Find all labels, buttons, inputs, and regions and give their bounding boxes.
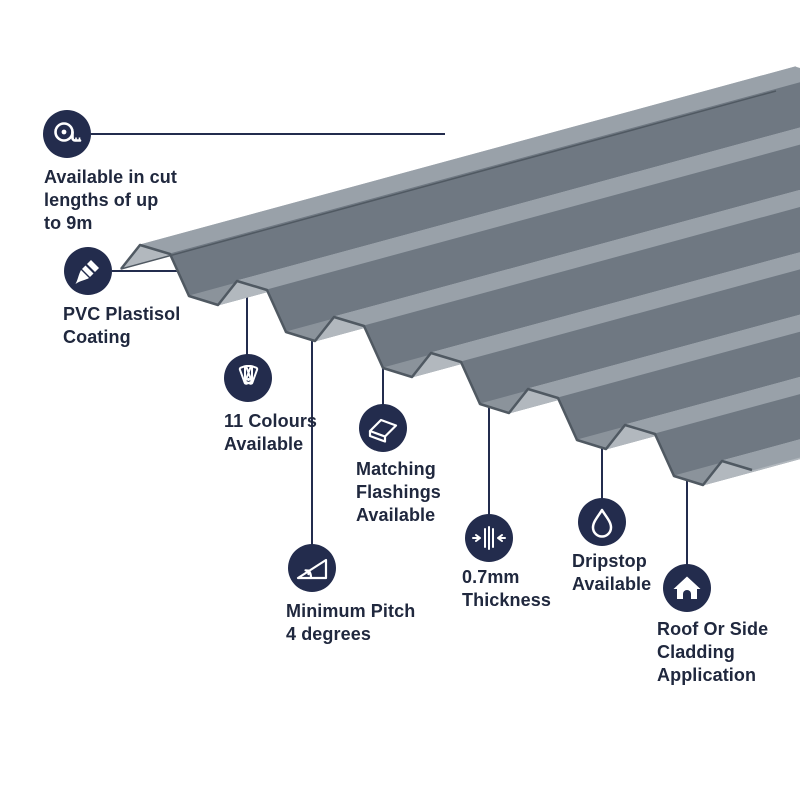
callout-line-thickness [488, 400, 490, 516]
callout-label-colours: 11 Colours Available [224, 410, 317, 456]
paint-brush-icon [64, 247, 112, 295]
label-line: 0.7mm [462, 567, 520, 587]
label-line: Available [356, 505, 436, 525]
callout-label-dripstop: Dripstop Available [572, 550, 651, 596]
flashing-sheet-icon [359, 404, 407, 452]
callout-line-colours [246, 280, 248, 356]
label-line: 4 degrees [286, 624, 371, 644]
callout-label-thickness: 0.7mm Thickness [462, 566, 551, 612]
label-line: Available [224, 434, 304, 454]
label-line: Dripstop [572, 551, 647, 571]
house-roof-icon [663, 564, 711, 612]
label-line: PVC Plastisol [63, 304, 181, 324]
label-line: Cladding [657, 642, 735, 662]
callout-label-cut-lengths: Available in cut lengths of up to 9m [44, 166, 177, 235]
pitch-angle-icon [288, 544, 336, 592]
colour-fan-icon [224, 354, 272, 402]
label-line: Available [572, 574, 652, 594]
label-line: Matching [356, 459, 436, 479]
callout-label-minimum-pitch: Minimum Pitch 4 degrees [286, 600, 415, 646]
label-line: Minimum Pitch [286, 601, 416, 621]
label-line: 11 Colours [224, 411, 318, 431]
water-droplet-icon [578, 498, 626, 546]
callout-label-flashings: Matching Flashings Available [356, 458, 441, 527]
thickness-gauge-icon [465, 514, 513, 562]
callout-line-dripstop [601, 442, 603, 500]
label-line: Flashings [356, 482, 441, 502]
callout-line-pvc-coating [112, 270, 190, 272]
callout-line-cut-lengths [91, 133, 445, 135]
callout-line-flashings [382, 360, 384, 406]
callout-line-cladding [686, 472, 688, 566]
callout-line-minimum-pitch [311, 334, 313, 546]
label-line: lengths of up [44, 190, 159, 210]
tape-measure-icon [43, 110, 91, 158]
callout-label-cladding: Roof Or Side Cladding Application [657, 618, 768, 687]
label-line: Application [657, 665, 757, 685]
label-line: to 9m [44, 213, 93, 233]
label-line: Roof Or Side [657, 619, 769, 639]
callout-label-pvc-coating: PVC Plastisol Coating [63, 303, 180, 349]
label-line: Available in cut [44, 167, 177, 187]
label-line: Coating [63, 327, 131, 347]
label-line: Thickness [462, 590, 551, 610]
